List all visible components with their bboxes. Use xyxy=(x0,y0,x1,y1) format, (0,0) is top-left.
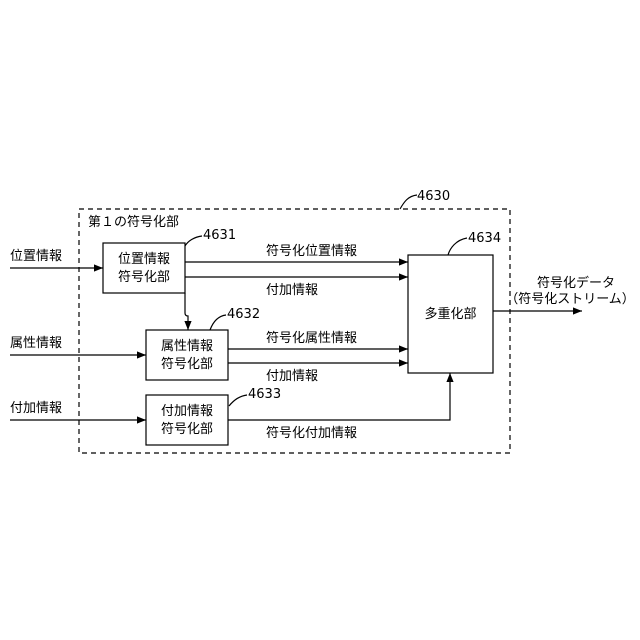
ref-4632: 4632 xyxy=(227,307,260,322)
attribute-encoder-label-1: 属性情報 xyxy=(161,339,213,354)
position-encoder-label-1: 位置情報 xyxy=(118,252,170,267)
additional-encoder-label-1: 付加情報 xyxy=(161,404,213,419)
output-label-1: 符号化データ xyxy=(537,275,615,291)
additional-encoder-label-2: 符号化部 xyxy=(161,421,213,437)
ref-4632-leader xyxy=(210,315,226,330)
position-to-attribute-arrow xyxy=(185,293,188,330)
input-attribute-label: 属性情報 xyxy=(10,336,62,351)
ref-4634-leader xyxy=(448,238,467,255)
encoded-additional-label: 符号化付加情報 xyxy=(266,425,357,441)
input-additional-label: 付加情報 xyxy=(10,401,62,416)
position-encoder-block xyxy=(103,243,185,293)
position-encoder-label-2: 符号化部 xyxy=(118,269,170,285)
additional-encoder-block xyxy=(146,395,228,445)
input-position-label: 位置情報 xyxy=(10,249,62,264)
ref-4633: 4633 xyxy=(248,387,281,402)
additional-info-2-label: 付加情報 xyxy=(266,369,318,384)
additional-info-1-label: 付加情報 xyxy=(266,283,318,298)
output-label-2: （符号化ストリーム） xyxy=(505,291,635,307)
ref-4633-leader xyxy=(229,395,247,406)
attribute-encoder-label-2: 符号化部 xyxy=(161,356,213,372)
ref-4634: 4634 xyxy=(468,231,501,246)
ref-4631-leader xyxy=(185,236,202,246)
ref-4631: 4631 xyxy=(203,228,236,243)
multiplexer-label: 多重化部 xyxy=(424,306,476,322)
attribute-encoder-block xyxy=(146,330,228,380)
outer-encoder-title: 第１の符号化部 xyxy=(88,214,179,230)
ref-4630-leader xyxy=(400,195,417,209)
encoded-position-label: 符号化位置情報 xyxy=(266,243,357,259)
encoded-attribute-label: 符号化属性情報 xyxy=(266,330,357,346)
ref-4630: 4630 xyxy=(417,189,450,204)
